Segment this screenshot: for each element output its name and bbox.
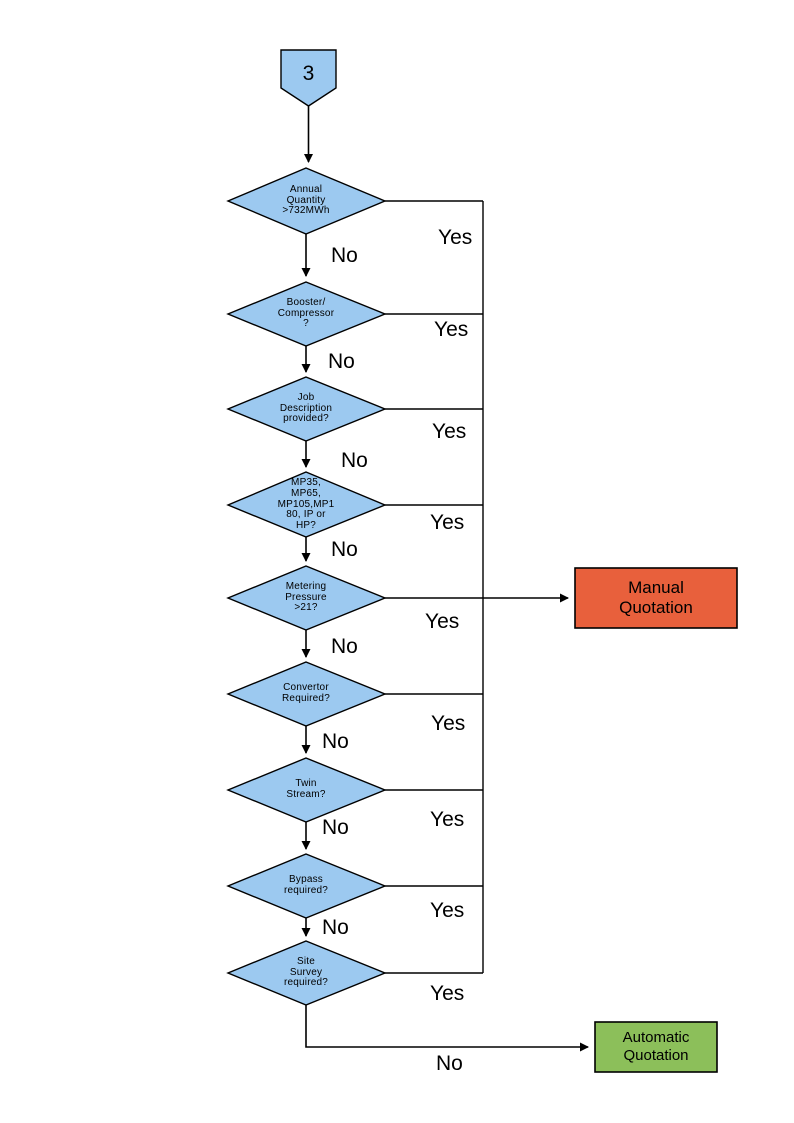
edge-label-yes-metering-pressure: Yes bbox=[425, 610, 460, 633]
decision-pressure-tier bbox=[226, 471, 387, 538]
edge-label-no-job-description: No bbox=[341, 449, 368, 472]
decision-site-survey bbox=[226, 940, 387, 1006]
start-node-3 bbox=[280, 49, 337, 107]
decision-bypass bbox=[226, 853, 387, 919]
connector-no-site-survey-to-automatic-quotation bbox=[305, 1005, 589, 1052]
edge-label-no-twin-stream: No bbox=[322, 816, 349, 839]
decision-annual-quantity bbox=[226, 167, 387, 235]
edge-label-yes-bypass: Yes bbox=[430, 899, 465, 922]
edge-label-no-metering-pressure: No bbox=[331, 635, 358, 658]
decision-metering-pressure bbox=[226, 565, 387, 631]
decision-booster-compressor bbox=[226, 281, 387, 347]
edge-label-yes-annual-quantity: Yes bbox=[438, 226, 473, 249]
edge-label-no-convertor: No bbox=[322, 730, 349, 753]
edge-label-yes-site-survey: Yes bbox=[430, 982, 465, 1005]
decision-convertor bbox=[226, 661, 387, 727]
edge-label-no-booster-compressor: No bbox=[328, 350, 355, 373]
edge-label-no-pressure-tier: No bbox=[331, 538, 358, 561]
edge-label-yes-convertor: Yes bbox=[431, 712, 466, 735]
terminal-automatic-quotation bbox=[594, 1021, 718, 1073]
edge-label-no-bypass: No bbox=[322, 916, 349, 939]
edge-label-yes-job-description: Yes bbox=[432, 420, 467, 443]
edge-label-yes-booster-compressor: Yes bbox=[434, 318, 469, 341]
edge-label-yes-twin-stream: Yes bbox=[430, 808, 465, 831]
edge-label-no-site-survey-final: No bbox=[436, 1052, 463, 1075]
decision-twin-stream bbox=[226, 757, 387, 823]
terminal-manual-quotation bbox=[574, 567, 738, 629]
decision-job-description bbox=[226, 376, 387, 442]
edge-label-no-annual-quantity: No bbox=[331, 244, 358, 267]
edge-label-yes-pressure-tier: Yes bbox=[430, 511, 465, 534]
